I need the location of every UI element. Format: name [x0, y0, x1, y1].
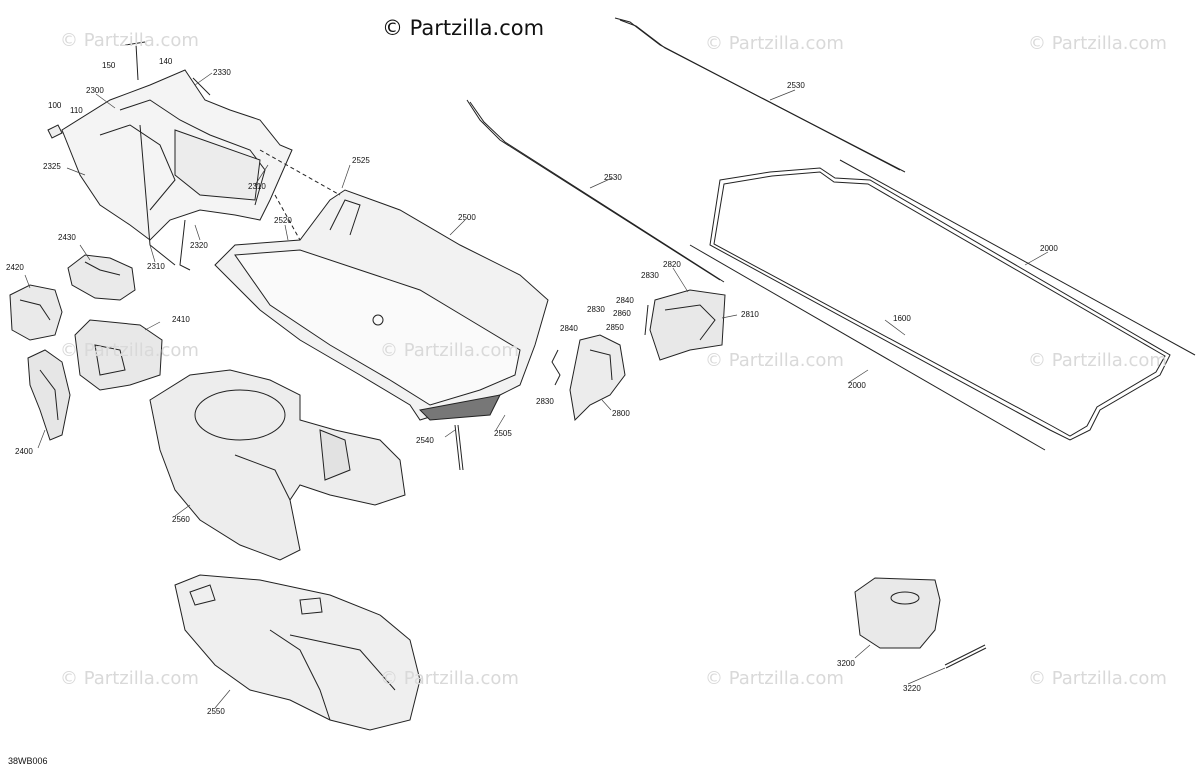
part-2560-foam[interactable]	[149, 369, 406, 561]
watermark-4: © Partzilla.com	[60, 340, 199, 361]
part-2530-rod-lower[interactable]	[466, 99, 725, 283]
callout-150[interactable]: 150	[102, 61, 116, 70]
callout-110[interactable]: 110	[70, 106, 83, 115]
callout-2840-right[interactable]: 2840	[616, 296, 634, 305]
part-2400-block[interactable]	[27, 349, 71, 441]
callout-2500[interactable]: 2500	[458, 213, 476, 222]
part-2430-block[interactable]	[67, 254, 136, 301]
callout-2000-upper[interactable]: 2000	[1040, 244, 1058, 253]
callout-2310-lower[interactable]: 2310	[147, 262, 165, 271]
callout-1600[interactable]: 1600	[893, 314, 911, 323]
part-2300-panel[interactable]	[61, 69, 293, 271]
callout-2550[interactable]: 2550	[207, 707, 225, 716]
callout-2000-lower[interactable]: 2000	[848, 381, 866, 390]
callout-2830-bottom[interactable]: 2830	[536, 397, 554, 406]
callout-100[interactable]: 100	[48, 101, 62, 110]
callout-2530-upper[interactable]: 2530	[787, 81, 805, 90]
callout-3200[interactable]: 3200	[837, 659, 855, 668]
watermark-8: © Partzilla.com	[60, 668, 199, 689]
callout-2330[interactable]: 2330	[213, 68, 231, 77]
callout-2530-lower[interactable]: 2530	[604, 173, 622, 182]
callout-2525[interactable]: 2525	[352, 156, 370, 165]
callout-2320[interactable]: 2320	[190, 241, 208, 250]
callout-2860[interactable]: 2860	[613, 309, 631, 318]
assembly-lines	[259, 149, 341, 241]
part-fasteners-100-150[interactable]	[47, 41, 211, 139]
callout-2430[interactable]: 2430	[58, 233, 76, 242]
callout-2325[interactable]: 2325	[43, 162, 61, 171]
callout-2820[interactable]: 2820	[663, 260, 681, 269]
callout-2560[interactable]: 2560	[172, 515, 190, 524]
callout-2840-left[interactable]: 2840	[560, 324, 578, 333]
callout-140[interactable]: 140	[159, 57, 173, 66]
callout-2850[interactable]: 2850	[606, 323, 624, 332]
callout-2310-upper[interactable]: 2310	[248, 182, 266, 191]
part-2420-block[interactable]	[9, 284, 63, 341]
callout-2300[interactable]: 2300	[86, 86, 104, 95]
watermark-11: © Partzilla.com	[1028, 668, 1167, 689]
part-2800-bracket[interactable]	[569, 334, 626, 422]
callout-2810[interactable]: 2810	[741, 310, 759, 319]
part-2840-spring[interactable]	[551, 304, 649, 386]
part-3200-tank[interactable]	[854, 577, 941, 649]
part-2410-block[interactable]	[74, 319, 163, 391]
part-2000-seal[interactable]	[689, 159, 1196, 451]
watermark-6: © Partzilla.com	[705, 350, 844, 371]
callout-2410[interactable]: 2410	[172, 315, 190, 324]
brand-title[interactable]: © Partzilla.com	[382, 16, 545, 40]
watermark-5: © Partzilla.com	[380, 340, 519, 361]
callout-2830-mid[interactable]: 2830	[587, 305, 605, 314]
part-2530-rod-upper[interactable]	[614, 17, 906, 173]
callout-2520[interactable]: 2520	[274, 216, 292, 225]
watermark-9: © Partzilla.com	[380, 668, 519, 689]
callout-2505[interactable]: 2505	[494, 429, 512, 438]
part-3220-strap[interactable]	[944, 644, 987, 669]
part-2540-rod[interactable]	[454, 424, 464, 471]
callout-2800[interactable]: 2800	[612, 409, 630, 418]
callout-2400[interactable]: 2400	[15, 447, 33, 456]
watermark-10: © Partzilla.com	[705, 668, 844, 689]
watermark-3: © Partzilla.com	[1028, 33, 1167, 54]
part-2550-foam[interactable]	[174, 574, 421, 731]
watermark-7: © Partzilla.com	[1028, 350, 1167, 371]
part-2500-tray[interactable]	[214, 189, 549, 421]
leader-lines	[24, 72, 1049, 709]
callout-2540[interactable]: 2540	[416, 436, 434, 445]
watermark-2: © Partzilla.com	[705, 33, 844, 54]
callout-2420[interactable]: 2420	[6, 263, 24, 272]
watermark-1: © Partzilla.com	[60, 30, 199, 51]
part-2810-panel[interactable]	[649, 289, 726, 361]
diagram-code: 38WB006	[8, 756, 48, 766]
callout-3220[interactable]: 3220	[903, 684, 921, 693]
callout-2830-top[interactable]: 2830	[641, 271, 659, 280]
